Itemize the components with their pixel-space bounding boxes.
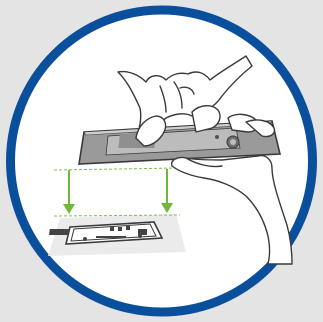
sticker-block-a: [49, 229, 70, 235]
sticker-dot-1: [110, 227, 114, 231]
sticker-block-b: [138, 229, 147, 235]
sticker-line: [96, 236, 126, 238]
sticker-dot-4: [83, 237, 87, 241]
sticker-dot-2: [118, 227, 122, 231]
sticker-dot-3: [126, 226, 130, 230]
camera-lens-inner: [230, 139, 236, 145]
flash-dot: [215, 135, 219, 139]
sticker-dot-5: [138, 234, 142, 238]
